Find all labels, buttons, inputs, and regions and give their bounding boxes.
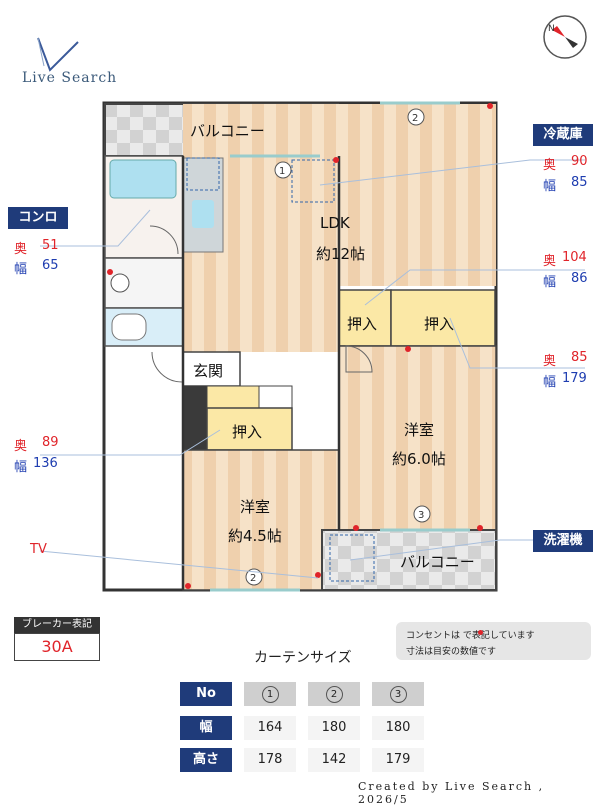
reizoko-depth: 90	[571, 154, 588, 169]
curtain-width-cell: 180	[372, 716, 424, 740]
konro-depth-label: 奥	[14, 242, 28, 257]
compass-north: N	[548, 24, 555, 34]
room-balcony-top: バルコニー	[190, 122, 265, 140]
compass-icon: N	[543, 15, 587, 59]
room-genkan: 玄関	[193, 362, 224, 380]
curtain-table: No 幅 高さ 1 2 3 164 180 180 178 142 179	[180, 682, 424, 772]
callout-konro-title: コンロ	[8, 207, 68, 229]
room-oshiire-b: 押入	[424, 315, 455, 333]
room-oshiire-a: 押入	[347, 315, 378, 333]
brand-name: Live Search	[22, 70, 118, 86]
room-oshiire-c: 押入	[232, 423, 263, 441]
oshi85-depth: 85	[571, 350, 588, 365]
room-yoshitsu-left-size: 約4.5帖	[228, 527, 282, 545]
curtain-col-no: 2	[308, 682, 360, 706]
reizoko-depth-label: 奥	[543, 158, 557, 173]
tv-label: TV	[30, 542, 47, 557]
curtain-header-no: No	[180, 682, 232, 706]
room-ldk-size: 約12帖	[316, 245, 366, 263]
oshi104-width-label: 幅	[543, 275, 557, 290]
curtain-col-no: 3	[372, 682, 424, 706]
window-marker-2-top: 2	[412, 113, 418, 124]
room-yoshitsu-left: 洋室	[240, 498, 271, 516]
reizoko-width-label: 幅	[543, 179, 557, 194]
credit-text: Created by Live Search , 2026/5	[358, 780, 545, 806]
konro-width-label: 幅	[14, 262, 28, 277]
curtain-width-cell: 164	[244, 716, 296, 740]
oshi104-depth: 104	[562, 250, 587, 265]
room-yoshitsu-right-size: 約6.0帖	[392, 450, 446, 468]
callout-sentakuki-title: 洗濯機	[533, 530, 593, 552]
curtain-height-cell: 179	[372, 748, 424, 772]
curtain-height-cell: 142	[308, 748, 360, 772]
outlet-legend-icon	[478, 630, 483, 635]
oshi85-depth-label: 奥	[543, 354, 557, 369]
reizoko-width: 85	[571, 175, 588, 190]
oshi104-depth-label: 奥	[543, 254, 557, 269]
room-ldk: LDK	[320, 214, 350, 232]
outlet-note-line2: 寸法は目安の数値です	[406, 647, 497, 657]
konro-depth: 51	[42, 238, 59, 253]
curtain-col-no: 1	[244, 682, 296, 706]
curtain-title: カーテンサイズ	[254, 650, 352, 666]
outlet-note: コンセントは で表記しています 寸法は目安の数値です	[396, 622, 591, 660]
room-balcony-bottom: バルコニー	[400, 553, 475, 571]
curtain-width-cell: 180	[308, 716, 360, 740]
oshi85-width-label: 幅	[543, 375, 557, 390]
oshi89-depth-label: 奥	[14, 439, 28, 454]
outlet-note-line1: コンセントは で表記しています	[406, 631, 535, 641]
window-marker-3: 3	[418, 510, 424, 521]
oshi85-width: 179	[562, 371, 587, 386]
oshi104-width: 86	[571, 271, 588, 286]
curtain-height-cell: 178	[244, 748, 296, 772]
curtain-row-width-label: 幅	[180, 716, 232, 740]
window-marker-2-bottom: 2	[250, 573, 256, 584]
oshi89-width: 136	[33, 456, 58, 471]
breaker-value: 30A	[14, 633, 100, 661]
room-yoshitsu-right: 洋室	[404, 421, 435, 439]
breaker-title: ブレーカー表記	[14, 617, 100, 633]
live-search-logo-mark	[37, 37, 79, 72]
konro-width: 65	[42, 258, 59, 273]
oshi89-width-label: 幅	[14, 460, 28, 475]
oshi89-depth: 89	[42, 435, 59, 450]
callout-reizoko-title: 冷蔵庫	[533, 124, 593, 146]
window-marker-1: 1	[279, 166, 285, 177]
curtain-row-height-label: 高さ	[180, 748, 232, 772]
